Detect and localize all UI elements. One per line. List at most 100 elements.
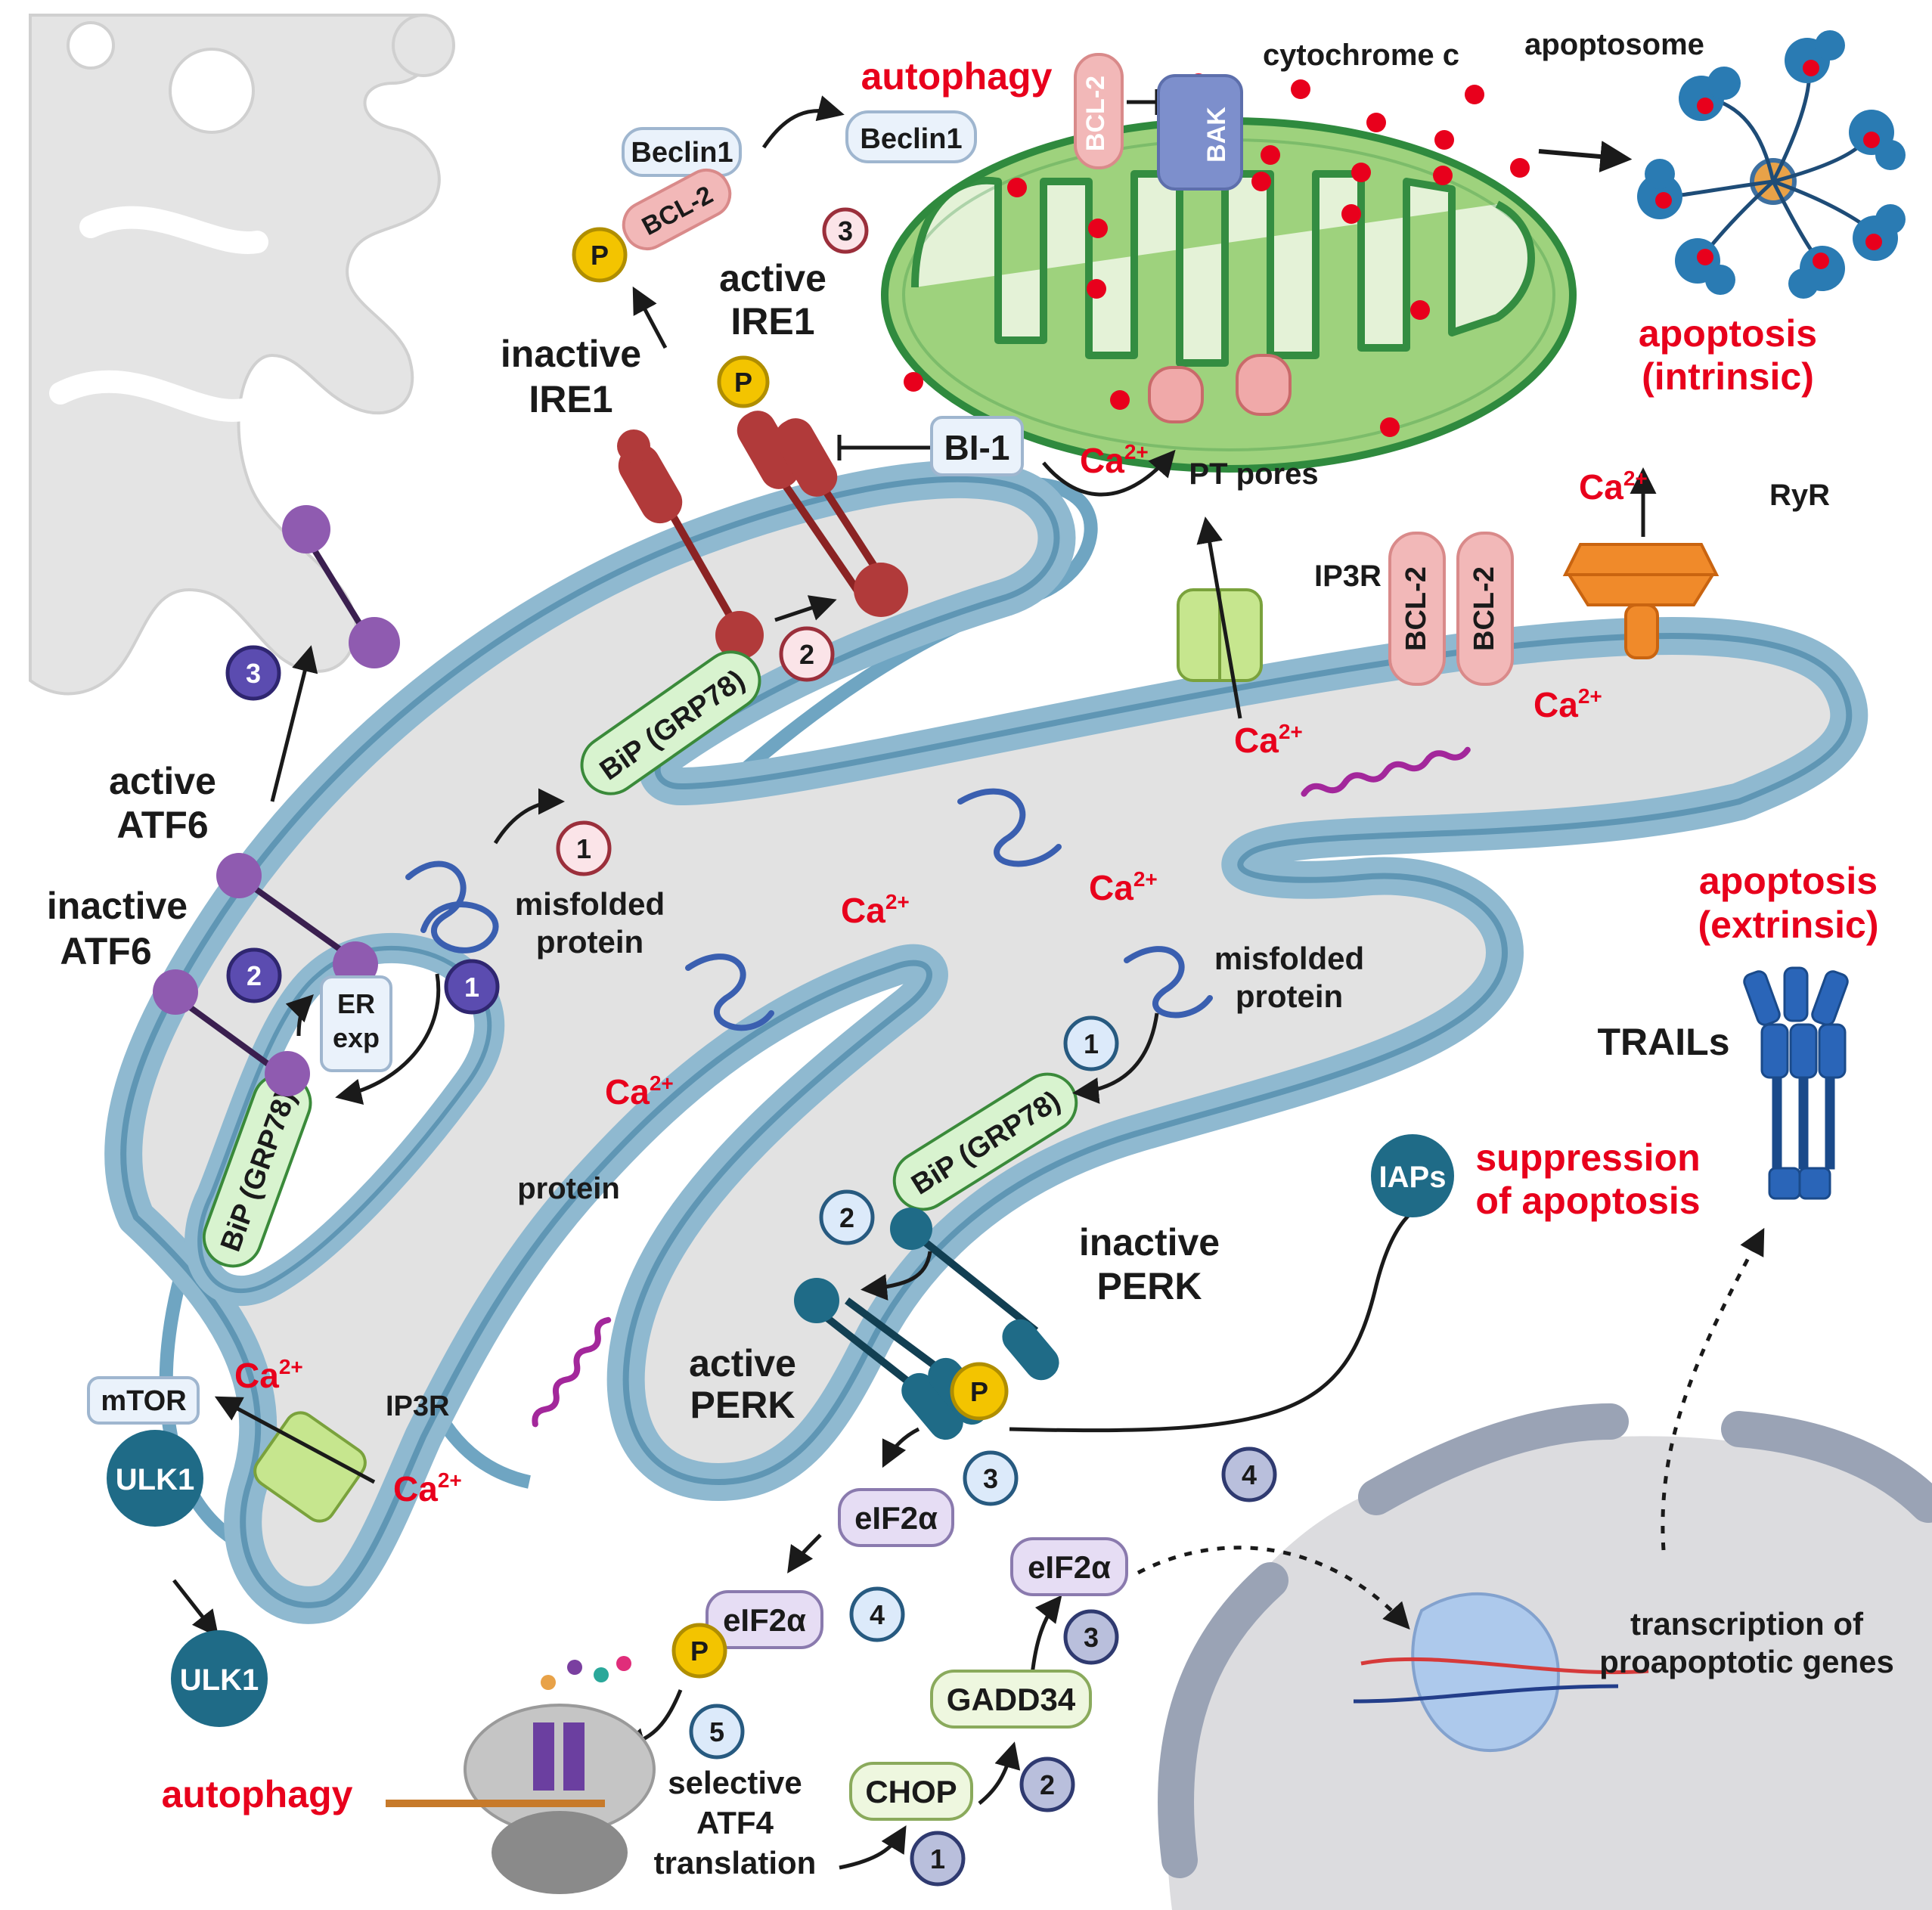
bak-label: BAK	[1202, 107, 1231, 163]
eif2a-box-1	[838, 1488, 954, 1547]
inactive-atf6-2: ATF6	[60, 930, 151, 972]
transcription-2: proapoptotic genes	[1599, 1644, 1894, 1679]
atf6-step3: 3	[246, 658, 261, 689]
svg-text:Ca2+: Ca2+	[393, 1468, 462, 1508]
chop-box	[849, 1762, 973, 1821]
ulk1-free	[171, 1630, 268, 1727]
inactive-perk	[890, 1208, 1059, 1381]
perk-step3: 3	[983, 1463, 998, 1494]
misfolded-upper-2: protein	[536, 924, 643, 960]
trails-label: TRAILs	[1598, 1021, 1730, 1063]
suppression-1: suppression	[1475, 1136, 1700, 1179]
chop-step2: 2	[1040, 1769, 1055, 1800]
bcl2-er-b: BCL-2	[1468, 566, 1500, 651]
inactive-perk-2: PERK	[1097, 1265, 1202, 1307]
svg-text:Ca2+: Ca2+	[1579, 467, 1648, 507]
ulk1-bound-label: ULK1	[116, 1463, 194, 1496]
bcl2-mito: BCL-2	[1074, 53, 1124, 169]
transcription-complex	[1353, 1592, 1649, 1752]
protein-label: protein	[517, 1172, 620, 1205]
apoptosis-extrinsic-1: apoptosis	[1699, 860, 1878, 902]
cytochrome-c-label: cytochrome c	[1263, 39, 1459, 72]
apoptosis-intrinsic-1: apoptosis	[1639, 312, 1817, 355]
atf6-step1: 1	[464, 972, 479, 1003]
beclin1-bcl2-complex	[572, 127, 742, 283]
gadd34-box	[930, 1670, 1092, 1729]
p-ire1: P	[734, 367, 752, 398]
apoptosis-extrinsic-2: (extrinsic)	[1698, 904, 1879, 946]
inactive-ire1	[617, 429, 764, 659]
active-ire1	[717, 355, 908, 617]
perk-step5: 5	[709, 1716, 724, 1747]
autophagy-top: autophagy	[861, 55, 1053, 98]
autophagy-bottom: autophagy	[162, 1773, 353, 1815]
chop-label: CHOP	[865, 1774, 957, 1809]
p-bcl2: P	[591, 240, 609, 271]
cytochrome-c-dots	[904, 73, 1530, 437]
misfolded-proteins	[405, 788, 1213, 1031]
er-exp-1: ER	[337, 988, 375, 1019]
calcium-labels: Ca2+ Ca2+ Ca2+ Ca2+ Ca2+ Ca2+ Ca2+ Ca2+ …	[234, 440, 1648, 1508]
ulk1-free-label: ULK1	[180, 1663, 259, 1697]
misfolded-lower-2: protein	[1236, 978, 1343, 1014]
step-circles	[225, 207, 1277, 1887]
active-ire1-label-1: active	[719, 257, 826, 299]
inactive-perk-1: inactive	[1079, 1221, 1220, 1264]
ire1-step2: 2	[799, 639, 814, 670]
p-eif2a: P	[690, 1636, 709, 1667]
eif2a-3-label: eIF2α	[1028, 1549, 1111, 1585]
mitochondrion	[881, 117, 1577, 473]
trail-receptor	[1743, 966, 1849, 1200]
chop-step3: 3	[1084, 1622, 1099, 1653]
bi1-box	[930, 416, 1024, 476]
atf6-step2: 2	[247, 960, 262, 991]
mtor-label: mTOR	[101, 1385, 186, 1417]
active-ire1-label-2: IRE1	[730, 300, 814, 343]
svg-text:Ca2+: Ca2+	[605, 1071, 674, 1112]
ribosome-translation	[386, 1656, 656, 1894]
inactive-ire1-label-2: IRE1	[529, 378, 612, 420]
svg-text:Ca2+: Ca2+	[234, 1355, 303, 1395]
ip3r-right-label: IP3R	[1314, 560, 1382, 593]
active-atf6-1: active	[109, 760, 216, 802]
er-exp-box	[320, 975, 392, 1072]
p-perk: P	[970, 1376, 988, 1407]
bak-protein: BAK	[1157, 74, 1243, 191]
selective-3: translation	[654, 1845, 817, 1881]
bi1-label: BI-1	[944, 428, 1010, 467]
iaps-label: IAPs	[1379, 1161, 1447, 1194]
ulk1-bound	[107, 1430, 203, 1527]
selective-2: ATF4	[696, 1805, 774, 1840]
misfolded-upper-1: misfolded	[515, 886, 665, 922]
iaps-circle	[1371, 1134, 1454, 1217]
bcl2-mito-label: BCL-2	[1081, 76, 1110, 151]
svg-text:Ca2+: Ca2+	[841, 890, 910, 930]
beclin1-free	[845, 110, 977, 163]
bcl2-er: BCL-2 BCL-2	[1388, 532, 1514, 686]
apoptosome	[1637, 30, 1906, 299]
inactive-atf6-1: inactive	[47, 885, 188, 927]
active-atf6-2: ATF6	[116, 804, 208, 846]
svg-text:Ca2+: Ca2+	[1080, 440, 1149, 480]
ire1-step1: 1	[576, 833, 591, 864]
selective-1: selective	[668, 1765, 802, 1800]
eif2a-box-2	[671, 1590, 823, 1679]
active-perk-2: PERK	[690, 1384, 795, 1426]
ryr-channel	[1562, 543, 1720, 659]
svg-text:Ca2+: Ca2+	[1234, 720, 1303, 760]
chop-step1: 1	[930, 1843, 945, 1874]
apoptosis-intrinsic-2: (intrinsic)	[1642, 355, 1814, 398]
apoptosome-label: apoptosome	[1524, 28, 1704, 61]
protein-chains	[532, 746, 1471, 1428]
mtor-box	[87, 1376, 200, 1425]
ip3r-right	[1177, 588, 1263, 682]
active-perk-1: active	[689, 1342, 796, 1384]
eif2a-2-label: eIF2α	[723, 1602, 806, 1638]
ire1-step3: 3	[838, 215, 853, 247]
ryr-label: RyR	[1769, 479, 1830, 512]
eif2a-1-label: eIF2α	[854, 1500, 938, 1536]
chop-step4: 4	[1242, 1459, 1257, 1490]
svg-text:Ca2+: Ca2+	[1534, 684, 1602, 724]
